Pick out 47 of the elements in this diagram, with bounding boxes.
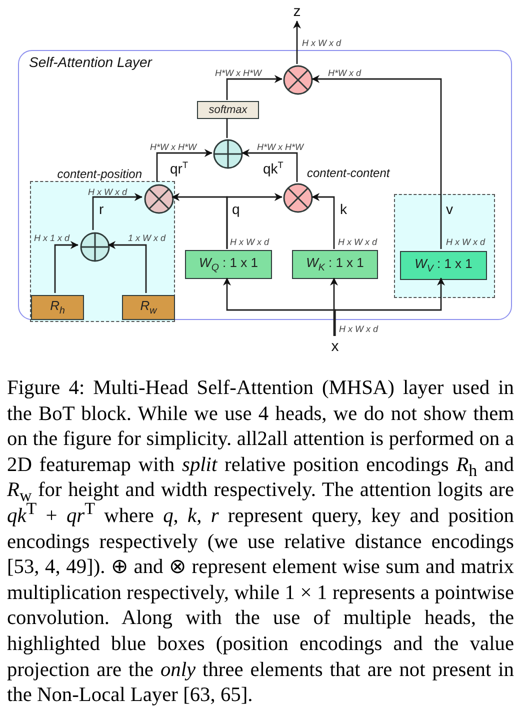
arrow xyxy=(226,75,282,100)
dimension-label: H x W x d xyxy=(88,187,128,197)
edge-label: k xyxy=(340,201,347,217)
dimension-label: H x W x d xyxy=(446,237,486,247)
sum-circle xyxy=(213,139,243,169)
dimension-label: 1 x W x d xyxy=(128,233,166,243)
dimension-label: H*W x H*W xyxy=(215,68,262,78)
sum-circle xyxy=(80,232,110,262)
input-label: x xyxy=(325,336,345,356)
projection-box: W$_{K}$ : 1 x 1 xyxy=(292,250,378,279)
dimension-label: H*W x H*W xyxy=(150,142,196,152)
edge-label: v xyxy=(446,201,453,217)
edge-label: r xyxy=(99,201,104,217)
edge-label: qk$^{T}$ xyxy=(263,159,284,177)
highlight-region xyxy=(394,194,495,298)
dimension-label: H*W x H*W xyxy=(257,142,304,152)
arrow xyxy=(226,193,282,249)
edge-label: qr$^{T}$ xyxy=(170,159,188,177)
operation-label: content-position xyxy=(56,167,142,181)
output-label: z xyxy=(287,1,307,21)
arrow xyxy=(293,20,301,64)
arrow xyxy=(242,149,298,182)
figure-caption: Figure 4: Multi-Head Self-Attention (MHSA) layer used in the BoT block. While we use 4 heads, we do not show them on the figure for simplicity. all2all attention is performed on a 2D featuremap with split relative position encodings R$_{h}$ and R$_{w}$ for height and width respectively. The attention logits are qk$^{T}$ + qr$^{T}$ where q, k, r represent query, key and position encodings respectively (we use relative distance encodings [53, 4, 49]). ⊕ and ⊗ represent element wise sum and matrix multiplication respectively, while 1 × 1 represents a pointwise convolution. Along with the use of multiple heads, the highlighted blue boxes (position encodings and the value projection are the only three elements that are not present in the Non-Local Layer [63, 65]. xyxy=(7,376,514,708)
arrow xyxy=(334,278,445,336)
encoding-box: R$_{w}$ xyxy=(122,295,175,320)
projection-box: W$_{Q}$ : 1 x 1 xyxy=(185,250,272,279)
arrow xyxy=(330,278,338,336)
edge-label: q xyxy=(232,201,240,217)
dimension-label: H x W x d xyxy=(338,237,378,247)
dimension-label: H x W x d xyxy=(230,237,270,247)
arrow xyxy=(312,193,335,249)
arrow xyxy=(108,241,147,293)
arrow xyxy=(54,241,78,293)
multiply-circle xyxy=(283,65,313,95)
dimension-label: H x W x d xyxy=(302,38,342,48)
projection-box: W$_{V}$ : 1 x 1 xyxy=(400,251,487,280)
arrow xyxy=(92,193,142,230)
dimension-label: H*W x d xyxy=(328,68,362,78)
dimension-label: H x W x d xyxy=(339,324,378,334)
arrow xyxy=(156,149,212,182)
softmax-box: softmax xyxy=(197,101,259,119)
encoding-box: R$_{h}$ xyxy=(31,295,84,320)
arrow xyxy=(312,75,442,249)
layer-panel xyxy=(18,50,512,320)
dimension-label: H x 1 x d xyxy=(34,233,70,243)
operation-label: content-content xyxy=(307,166,391,180)
layer-title: Self-Attention Layer xyxy=(29,54,152,70)
